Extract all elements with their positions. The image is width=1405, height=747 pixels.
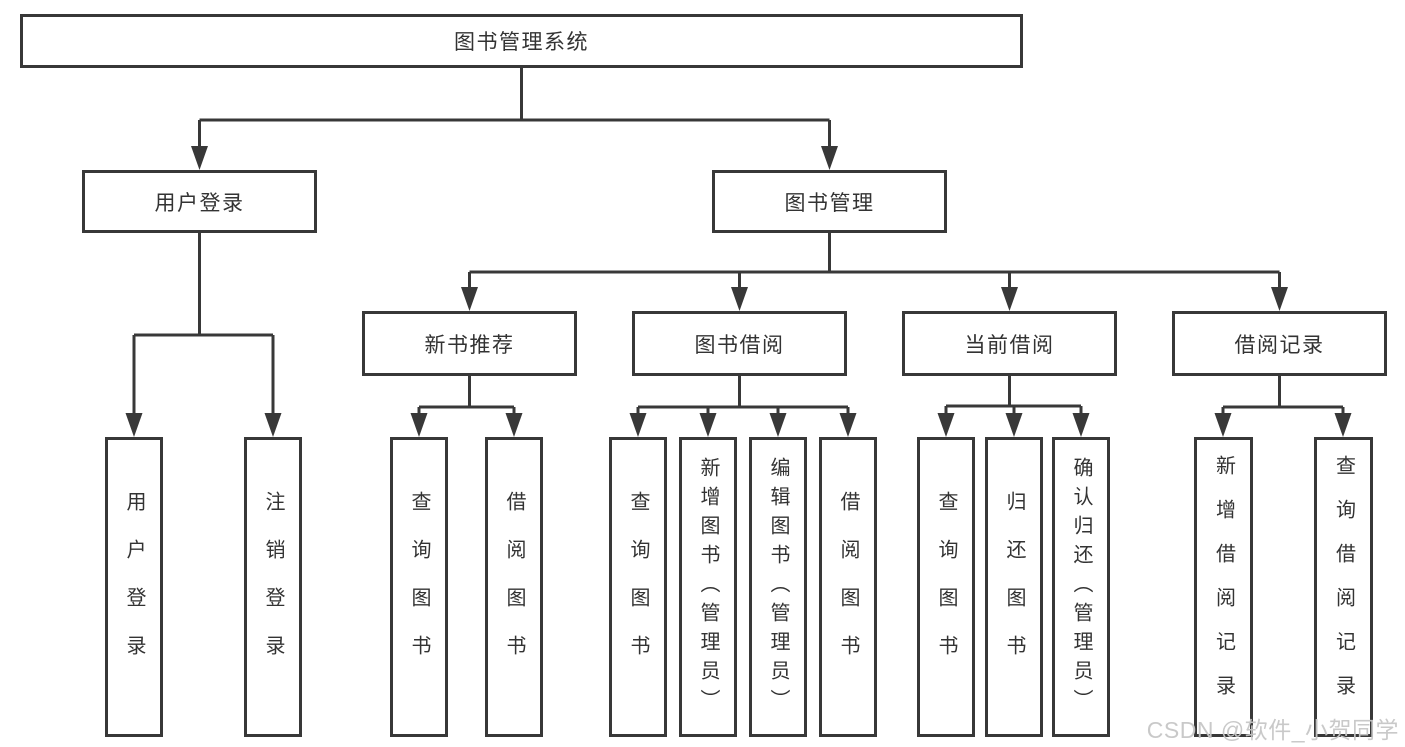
leaf-borrow-books: 借阅图书 xyxy=(819,437,877,737)
node-label: 查询图书 xyxy=(627,491,649,683)
leaf-recommend-query-books: 查询图书 xyxy=(390,437,448,737)
node-library-management-system: 图书管理系统 xyxy=(20,14,1023,68)
node-new-book-recommend: 新书推荐 xyxy=(362,311,577,376)
leaf-add-borrow-record: 新增借阅记录 xyxy=(1194,437,1253,737)
node-label: 用户登录 xyxy=(123,491,145,683)
leaf-recommend-borrow-books: 借阅图书 xyxy=(485,437,543,737)
leaf-add-book-admin: 新增图书（管理员） xyxy=(679,437,737,737)
node-label: 确认归还（管理员） xyxy=(1070,456,1092,718)
node-current-borrowing: 当前借阅 xyxy=(902,311,1117,376)
leaf-user-login: 用户登录 xyxy=(105,437,163,737)
node-label: 注销登录 xyxy=(262,491,284,683)
csdn-watermark: CSDN @软件_小贺同学 xyxy=(1146,717,1399,743)
node-label: 新增借阅记录 xyxy=(1212,455,1235,719)
node-label: 图书管理系统 xyxy=(454,31,589,54)
leaf-confirm-return-admin: 确认归还（管理员） xyxy=(1052,437,1110,737)
node-book-management: 图书管理 xyxy=(712,170,947,233)
node-book-borrowing: 图书借阅 xyxy=(632,311,847,376)
node-label: 借阅图书 xyxy=(503,491,525,683)
node-label: 借阅记录 xyxy=(1234,333,1325,357)
leaf-return-books: 归还图书 xyxy=(985,437,1043,737)
leaf-logout: 注销登录 xyxy=(244,437,302,737)
node-label: 编辑图书（管理员） xyxy=(767,456,789,718)
node-label: 归还图书 xyxy=(1003,491,1025,683)
leaf-edit-book-admin: 编辑图书（管理员） xyxy=(749,437,807,737)
leaf-borrow-query-books: 查询图书 xyxy=(609,437,667,737)
node-label: 查询图书 xyxy=(408,491,430,683)
node-borrowing-records: 借阅记录 xyxy=(1172,311,1387,376)
node-label: 新书推荐 xyxy=(424,333,515,357)
leaf-query-borrow-record: 查询借阅记录 xyxy=(1314,437,1373,737)
node-user-login: 用户登录 xyxy=(82,170,317,233)
node-label: 用户登录 xyxy=(154,191,245,215)
node-label: 新增图书（管理员） xyxy=(697,456,719,718)
arrowheads xyxy=(125,146,1352,437)
node-label: 图书借阅 xyxy=(694,333,785,357)
node-label: 查询借阅记录 xyxy=(1332,455,1355,719)
leaf-current-query-books: 查询图书 xyxy=(917,437,975,737)
node-label: 借阅图书 xyxy=(837,491,859,683)
node-label: 图书管理 xyxy=(784,191,875,215)
node-label: 查询图书 xyxy=(935,491,957,683)
node-label: 当前借阅 xyxy=(964,333,1055,357)
